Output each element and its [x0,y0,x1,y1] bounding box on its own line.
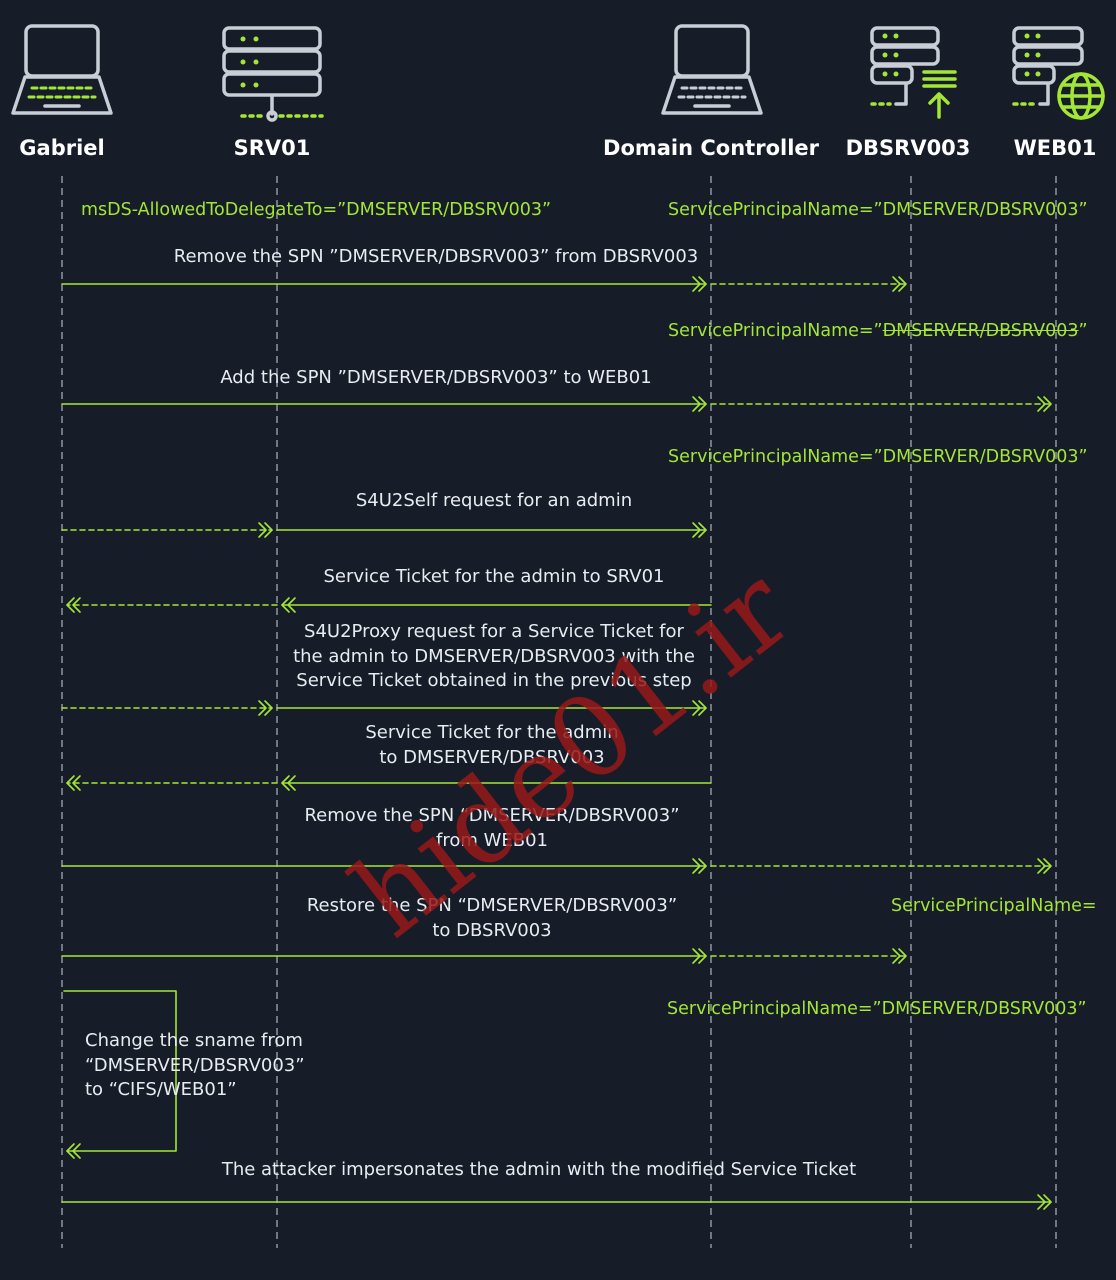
web-server-icon [1012,26,1105,120]
message-label: The attacker impersonates the admin with… [221,1159,857,1180]
message-line: Change the sname from [85,1030,303,1051]
spn-value-struck: DMSERVER/DBSRV003 [882,321,1079,341]
message-line: Service Ticket for the admin [365,722,619,743]
message-label: Service Ticket for the admin to SRV01 [323,566,665,587]
actor-name-srv01: SRV01 [233,136,311,160]
arrow-head [692,948,707,964]
arrow-head [692,396,707,412]
arrow-head [692,522,707,538]
arrow-head [692,700,707,716]
web-led-dots [1024,33,1041,77]
arrow-head [66,775,81,791]
arrow-head [692,276,707,292]
arrow-head [892,948,907,964]
database-led-dots [882,33,899,77]
message-label: S4U2Proxy request for a Service Ticket f… [293,620,695,694]
actor-name-dbsrv003: DBSRV003 [845,136,971,160]
message-label: Add the SPN ”DMSERVER/DBSRV003” to WEB01 [220,367,652,388]
laptop-icon [11,24,113,115]
message-line: from WEB01 [435,829,549,851]
server-icon [222,26,324,122]
arrow-head [1037,858,1052,874]
self-loop-arrow [63,990,177,1152]
message-line: to “CIFS/WEB01” [85,1079,237,1100]
actor-name-web01: WEB01 [1013,136,1097,160]
arrow-head [258,700,273,716]
message-line: to DBSRV003 [432,919,552,941]
arrow-head [1037,396,1052,412]
message-line: Restore the SPN “DMSERVER/DBSRV003” [306,895,678,916]
message-line: the admin to DMSERVER/DBSRV003 with the [293,645,695,667]
spn-prefix: ServicePrincipalName=” [668,321,883,341]
actor-name-domain-controller: Domain Controller [603,136,819,160]
attribute-spn-removed: ServicePrincipalName=”DMSERVER/DBSRV003” [668,319,1088,343]
arrow-head [66,597,81,613]
spn-suffix: ” [1078,321,1088,341]
message-label: Remove the SPN “DMSERVER/DBSRV003” from … [304,804,679,853]
attribute-spn-restored: ServicePrincipalName=”DMSERVER/DBSRV003” [667,999,1087,1019]
arrow-head [281,775,296,791]
attribute-spn-empty: ServicePrincipalName= [891,896,1097,916]
arrow-head [258,522,273,538]
message-line: to DMSERVER/DBSRV003 [379,746,605,768]
message-line: S4U2Proxy request for a Service Ticket f… [304,621,684,642]
attribute-spn-dbsrv003: ServicePrincipalName=”DMSERVER/DBSRV003” [668,200,1088,220]
actor-name-gabriel: Gabriel [19,136,105,160]
arrow-head [281,597,296,613]
database-server-icon [870,26,957,119]
laptop-icon [661,24,763,115]
attribute-delegation: msDS-AllowedToDelegateTo=”DMSERVER/DBSRV… [81,200,552,220]
arrow-head [892,276,907,292]
message-label: Service Ticket for the admin to DMSERVER… [365,721,618,770]
arrow-head [1037,1194,1052,1210]
message-label: Restore the SPN “DMSERVER/DBSRV003” to D… [307,894,677,943]
message-line: “DMSERVER/DBSRV003” [85,1054,305,1076]
message-line: Remove the SPN “DMSERVER/DBSRV003” [304,805,680,826]
message-label: Remove the SPN ”DMSERVER/DBSRV003” from … [173,246,699,267]
message-label: Change the sname from “DMSERVER/DBSRV003… [85,1029,305,1103]
arrow-head [692,858,707,874]
message-line: Service Ticket obtained in the previous … [296,670,692,691]
attribute-spn-web01: ServicePrincipalName=”DMSERVER/DBSRV003” [668,447,1088,467]
arrow-head [66,1143,81,1159]
message-label: S4U2Self request for an admin [355,490,633,511]
server-led-dots [240,36,259,88]
